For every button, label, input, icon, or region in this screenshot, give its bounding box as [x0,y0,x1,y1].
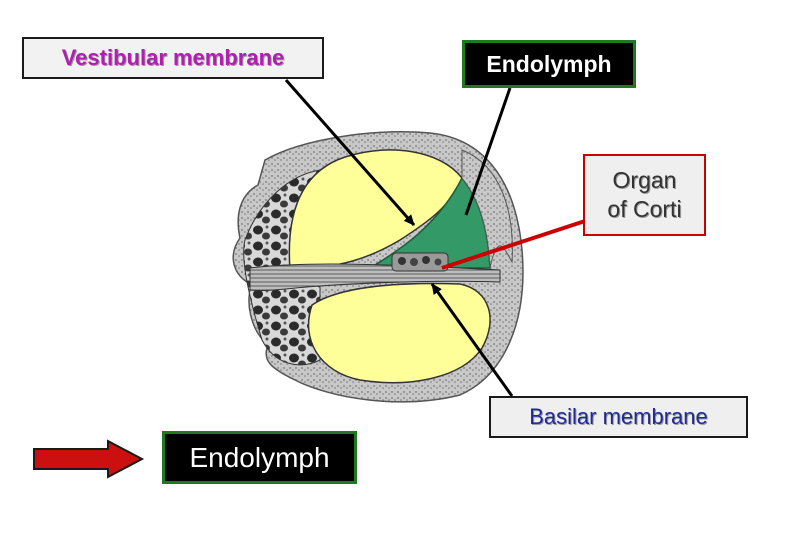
endolymph-legend-label: Endolymph [162,431,357,484]
basilar-membrane-pointer [430,283,514,397]
organ-of-corti-structure [391,252,449,272]
basilar-membrane-text: Basilar membrane [529,404,708,429]
endolymph-pointer-line [464,87,512,216]
vestibular-membrane-text: Vestibular membrane [61,45,285,70]
organ-of-corti-line2: of Corti [607,196,682,222]
organ-of-corti-label: Organ of Corti [583,154,706,236]
endolymph-text: Endolymph [486,50,612,77]
legend-arrow-icon [33,439,145,479]
endolymph-label: Endolymph [462,40,636,88]
vestibular-membrane-label: Vestibular membrane [22,37,324,79]
basilar-membrane-label: Basilar membrane [489,396,748,438]
scala-tympani [307,282,491,384]
organ-of-corti-line1: Organ [612,167,677,194]
scala-vestibuli [288,149,463,271]
vestibular-membrane-pointer [284,79,416,226]
organ-of-corti-pointer [441,219,586,270]
endolymph-legend-text: Endolymph [189,441,330,473]
